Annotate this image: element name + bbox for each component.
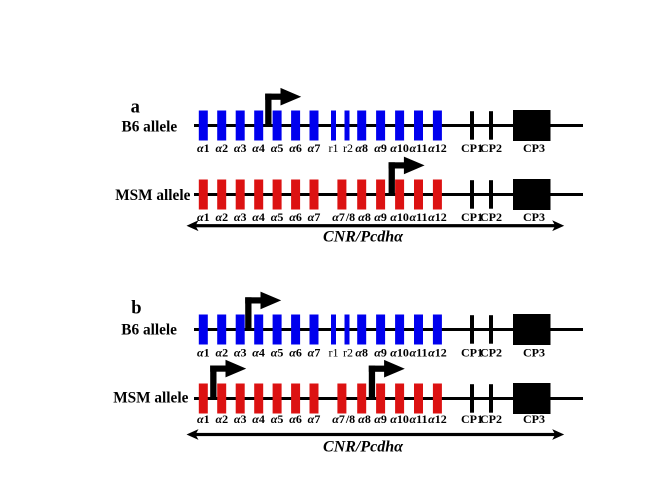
svg-text:α6: α6 xyxy=(289,141,302,155)
svg-text:α7: α7 xyxy=(308,412,321,426)
svg-text:α10: α10 xyxy=(390,412,409,426)
svg-text:α2: α2 xyxy=(215,210,228,224)
svg-text:r2: r2 xyxy=(343,346,353,360)
svg-text:CNR/Pcdhα: CNR/Pcdhα xyxy=(323,229,404,246)
svg-text:α3: α3 xyxy=(234,346,247,360)
svg-text:α5: α5 xyxy=(271,210,284,224)
svg-text:α1: α1 xyxy=(197,346,210,360)
svg-text:α1: α1 xyxy=(197,141,210,155)
svg-text:α4: α4 xyxy=(252,210,265,224)
svg-text:α10: α10 xyxy=(390,210,409,224)
svg-text:α1: α1 xyxy=(197,210,210,224)
svg-text:α11: α11 xyxy=(410,210,428,224)
svg-text:α3: α3 xyxy=(234,141,247,155)
svg-text:α5: α5 xyxy=(271,346,284,360)
svg-text:CP3: CP3 xyxy=(523,412,545,426)
svg-text:α6: α6 xyxy=(289,412,302,426)
svg-text:CP2: CP2 xyxy=(480,346,502,360)
svg-text:α2: α2 xyxy=(215,141,228,155)
svg-text:CP1: CP1 xyxy=(461,346,483,360)
svg-text:α10: α10 xyxy=(390,346,409,360)
svg-text:α7 /8: α7 /8 xyxy=(332,210,355,224)
svg-text:r2: r2 xyxy=(343,141,353,155)
svg-text:α7: α7 xyxy=(308,346,321,360)
svg-text:α2: α2 xyxy=(215,346,228,360)
svg-text:MSM allele: MSM allele xyxy=(113,390,188,407)
svg-text:r1: r1 xyxy=(329,141,339,155)
svg-text:α7: α7 xyxy=(308,141,321,155)
svg-text:α8: α8 xyxy=(355,346,368,360)
svg-text:CP3: CP3 xyxy=(523,346,545,360)
svg-text:a: a xyxy=(131,98,140,118)
svg-text:α11: α11 xyxy=(410,346,428,360)
svg-text:α1: α1 xyxy=(197,412,210,426)
svg-text:MSM allele: MSM allele xyxy=(115,187,190,204)
svg-text:CP3: CP3 xyxy=(523,141,545,155)
svg-text:B6 allele: B6 allele xyxy=(122,119,178,136)
svg-text:α12: α12 xyxy=(428,346,447,360)
svg-text:α10: α10 xyxy=(390,141,409,155)
svg-text:α12: α12 xyxy=(428,412,447,426)
svg-text:α3: α3 xyxy=(234,210,247,224)
svg-text:CP2: CP2 xyxy=(480,141,502,155)
svg-text:CNR/Pcdhα: CNR/Pcdhα xyxy=(323,439,404,456)
svg-text:α9: α9 xyxy=(374,210,387,224)
svg-text:α3: α3 xyxy=(234,412,247,426)
svg-text:α2: α2 xyxy=(215,412,228,426)
svg-text:α11: α11 xyxy=(410,412,428,426)
svg-text:CP1: CP1 xyxy=(461,141,483,155)
svg-text:α7: α7 xyxy=(308,210,321,224)
svg-text:α4: α4 xyxy=(252,346,265,360)
svg-text:α9: α9 xyxy=(374,412,387,426)
svg-text:α12: α12 xyxy=(428,141,447,155)
svg-text:α4: α4 xyxy=(252,141,265,155)
svg-text:CP1: CP1 xyxy=(461,412,483,426)
svg-text:α6: α6 xyxy=(289,346,302,360)
svg-text:α5: α5 xyxy=(271,141,284,155)
svg-text:CP2: CP2 xyxy=(480,412,502,426)
svg-text:α5: α5 xyxy=(271,412,284,426)
svg-text:CP2: CP2 xyxy=(480,210,502,224)
svg-text:α8: α8 xyxy=(358,412,371,426)
svg-text:CP3: CP3 xyxy=(523,210,545,224)
svg-text:α9: α9 xyxy=(374,346,387,360)
svg-text:α6: α6 xyxy=(289,210,302,224)
svg-text:α4: α4 xyxy=(252,412,265,426)
svg-text:α7 /8: α7 /8 xyxy=(332,412,355,426)
svg-text:α11: α11 xyxy=(410,141,428,155)
svg-text:α8: α8 xyxy=(358,210,371,224)
svg-text:CP1: CP1 xyxy=(461,210,483,224)
svg-text:α9: α9 xyxy=(374,141,387,155)
svg-text:b: b xyxy=(131,299,141,319)
svg-text:B6 allele: B6 allele xyxy=(121,322,177,339)
svg-text:α8: α8 xyxy=(355,141,368,155)
svg-text:α12: α12 xyxy=(428,210,447,224)
svg-text:r1: r1 xyxy=(329,346,339,360)
